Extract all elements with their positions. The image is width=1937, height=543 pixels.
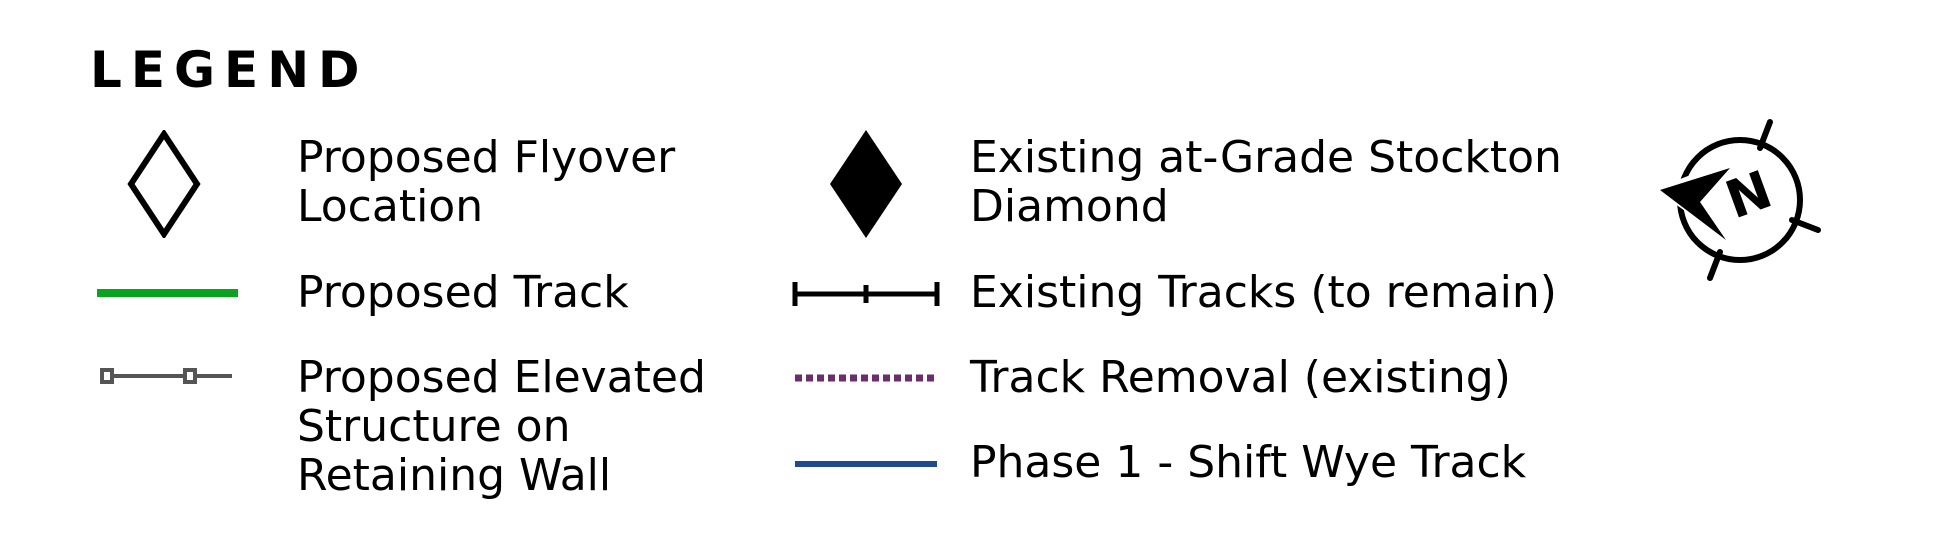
elevated-structure-line-icon <box>100 368 232 384</box>
legend-label-proposed-flyover: Proposed Flyover Location <box>297 132 676 232</box>
legend-label-proposed-track: Proposed Track <box>297 267 629 318</box>
legend-label-elevated-structure: Proposed Elevated Structure on Retaining… <box>297 352 706 501</box>
existing-tracks-line-icon <box>792 282 940 306</box>
north-arrow-icon: N <box>1655 119 1821 281</box>
hollow-diamond-icon <box>127 130 201 238</box>
legend-label-shift-wye: Phase 1 - Shift Wye Track <box>970 437 1527 488</box>
legend-label-existing-diamond: Existing at-Grade Stockton Diamond <box>970 132 1562 232</box>
proposed-track-line-icon <box>97 289 238 297</box>
legend-label-existing-tracks: Existing Tracks (to remain) <box>970 267 1557 318</box>
north-letter: N <box>1718 160 1779 231</box>
legend-title: LEGEND <box>90 41 369 99</box>
shift-wye-line-icon <box>795 461 937 467</box>
legend-label-track-removal: Track Removal (existing) <box>970 352 1511 403</box>
solid-diamond-icon <box>830 130 902 238</box>
track-removal-line-icon <box>795 374 937 382</box>
